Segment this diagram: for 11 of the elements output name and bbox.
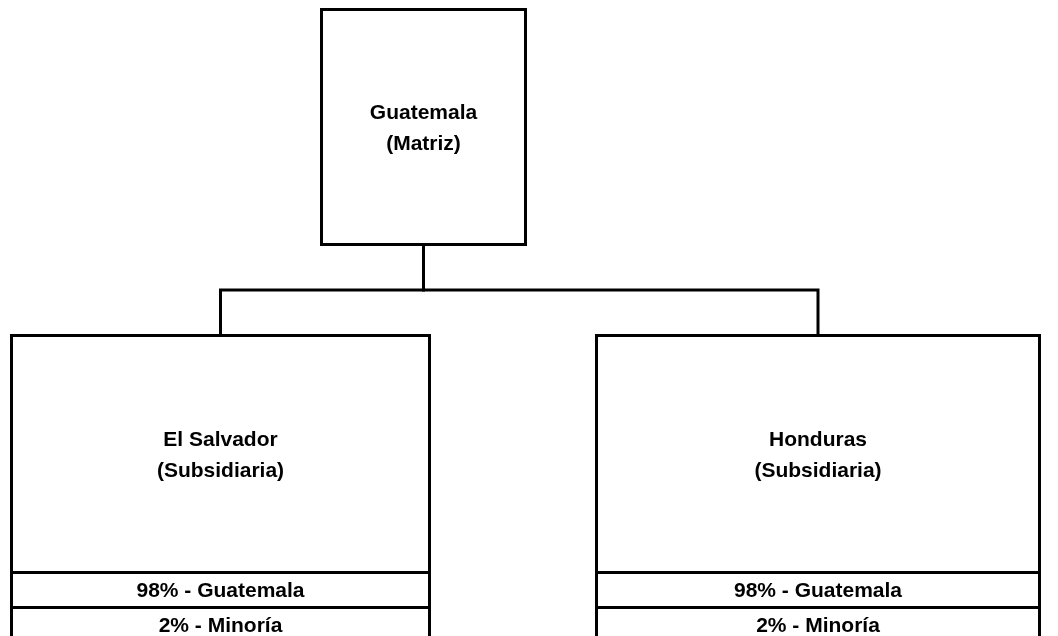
ownership-row: 2% - Minoría (598, 606, 1038, 636)
ownership-row: 98% - Guatemala (13, 571, 428, 606)
ownership-row: 98% - Guatemala (598, 571, 1038, 606)
connector-line (422, 246, 820, 334)
org-box (320, 8, 527, 246)
org-unit-name: Honduras (Subsidiaria) (753, 425, 883, 483)
org-unit-name: El Salvador (Subsidiaria) (155, 425, 286, 483)
org-box (595, 334, 1041, 636)
org-unit-name: Guatemala (Matriz) (368, 98, 479, 156)
ownership-row: 2% - Minoría (13, 606, 428, 636)
org-box (10, 334, 431, 636)
